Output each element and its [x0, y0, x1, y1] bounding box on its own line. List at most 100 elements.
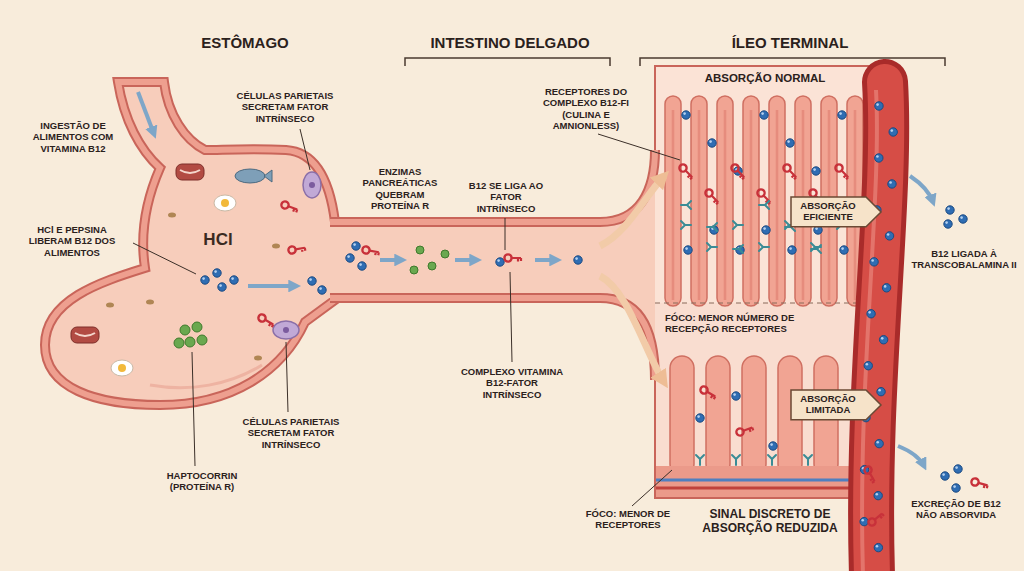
b12-molecule: [760, 111, 768, 119]
b12-molecule: [574, 256, 582, 264]
egg: [111, 360, 133, 376]
flow-arrow: [898, 446, 924, 466]
b12-molecule: [874, 491, 882, 499]
haptocorrin: [428, 262, 436, 270]
flow-arrow: [455, 258, 477, 262]
leader-line: [286, 342, 288, 412]
b12-molecule: [308, 277, 316, 285]
b12-molecule: [769, 442, 777, 450]
callout-label: B12 SE LIGA AO FATOR INTRÍNSECO: [460, 180, 552, 214]
section-heading: ÍLEO TERMINAL: [732, 34, 849, 52]
b12-molecule: [838, 111, 846, 119]
receptor: [707, 243, 717, 251]
b12-molecule: [213, 269, 221, 277]
b12-molecule: [840, 246, 848, 254]
b12-molecule: [952, 484, 960, 492]
villus-core: [698, 110, 701, 300]
receptor: [696, 455, 704, 465]
receptor: [732, 455, 740, 465]
callout-label: CÉLULAS PARIETAIS SECRETAM FATOR INTRÍNS…: [236, 416, 346, 450]
b12-molecule: [812, 167, 820, 175]
leader-lines: [133, 129, 680, 506]
leader-line: [505, 218, 506, 250]
panel-note: FÓCO: MENOR NÚMERO DE RECEPÇÃO RECEPTORE…: [662, 311, 838, 336]
b12-molecule: [944, 220, 952, 228]
flow-arrow: [600, 176, 664, 246]
intrinsic-factor: [971, 478, 989, 489]
receptor: [733, 245, 743, 253]
b12-molecule: [318, 286, 326, 294]
haptocorrin: [174, 338, 184, 348]
intrinsic-factor: [362, 246, 380, 256]
b12-molecule: [762, 226, 770, 234]
b12-molecule: [860, 517, 868, 525]
intrinsic-factor: [834, 163, 851, 180]
villus-core: [724, 110, 727, 300]
panel-divider: [655, 302, 870, 303]
panel-heading: ABSORÇÃO NORMAL: [702, 71, 829, 87]
flow-arrow: [910, 176, 933, 202]
b12-molecule: [877, 387, 885, 395]
b12-molecule: [218, 283, 226, 291]
receptor: [768, 455, 776, 465]
leader-line: [300, 129, 310, 170]
intrinsic-factor: [756, 188, 773, 205]
villus: [742, 356, 766, 476]
haptocorrin: [185, 337, 195, 347]
parietal-cell: [273, 321, 299, 339]
receptor: [681, 201, 691, 209]
haptocorrin: [410, 266, 418, 274]
arrow-outline: [791, 390, 881, 420]
receptor: [707, 223, 717, 231]
callout-label: CÉLULAS PARIETAIS SECRETAM FATOR INTRÍNS…: [230, 90, 340, 124]
bracket: [405, 58, 610, 66]
capillary: [656, 479, 870, 482]
meat: [71, 327, 99, 343]
b12-molecule: [885, 232, 893, 240]
intrinsic-factor: [257, 313, 275, 328]
villus: [769, 96, 785, 306]
intrinsic-factor: [730, 163, 747, 180]
b12-molecule: [867, 310, 875, 318]
section-heading: INTESTINO DELGADO: [430, 34, 589, 52]
leader-line: [133, 243, 196, 274]
b12-molecule: [696, 414, 704, 422]
receptor: [811, 243, 821, 251]
parietal-cell: [303, 172, 321, 198]
arrow-label: ABSORÇÃO LIMITADA: [797, 394, 859, 416]
b12-molecule: [230, 276, 238, 284]
stomach-fold: [150, 365, 262, 388]
b12-molecule: [864, 361, 872, 369]
b12-molecule: [352, 242, 360, 250]
vessel-highlight: [862, 90, 877, 571]
capillary: [656, 487, 870, 490]
b12-molecule: [889, 128, 897, 136]
villus: [665, 96, 681, 306]
intrinsic-factor: [699, 385, 717, 400]
leader-line: [192, 352, 195, 466]
b12-molecule: [358, 262, 366, 270]
leader-line: [632, 470, 672, 506]
b12-molecule: [879, 336, 887, 344]
food-particle: [146, 300, 154, 305]
intrinsic-factor: [867, 511, 884, 527]
meat: [176, 164, 204, 180]
flow-arrow: [248, 284, 296, 288]
b12-molecule: [201, 276, 209, 284]
b12-molecule: [875, 102, 883, 110]
b12-molecule: [684, 246, 692, 254]
haptocorrin: [197, 335, 207, 345]
food-particle: [106, 303, 114, 308]
callout-label: B12 LIGADA À TRANSCOBALAMINA II: [910, 248, 1018, 271]
haptocorrin: [441, 250, 449, 258]
emphasis-note: SINAL DISCRETO DE ABSORÇÃO REDUZIDA: [692, 506, 848, 537]
villus-core: [672, 110, 675, 300]
villus: [670, 356, 694, 476]
b12-molecule: [870, 258, 878, 266]
b12-molecule: [946, 206, 954, 214]
intrinsic-factor: [863, 465, 878, 483]
villus: [691, 96, 707, 306]
